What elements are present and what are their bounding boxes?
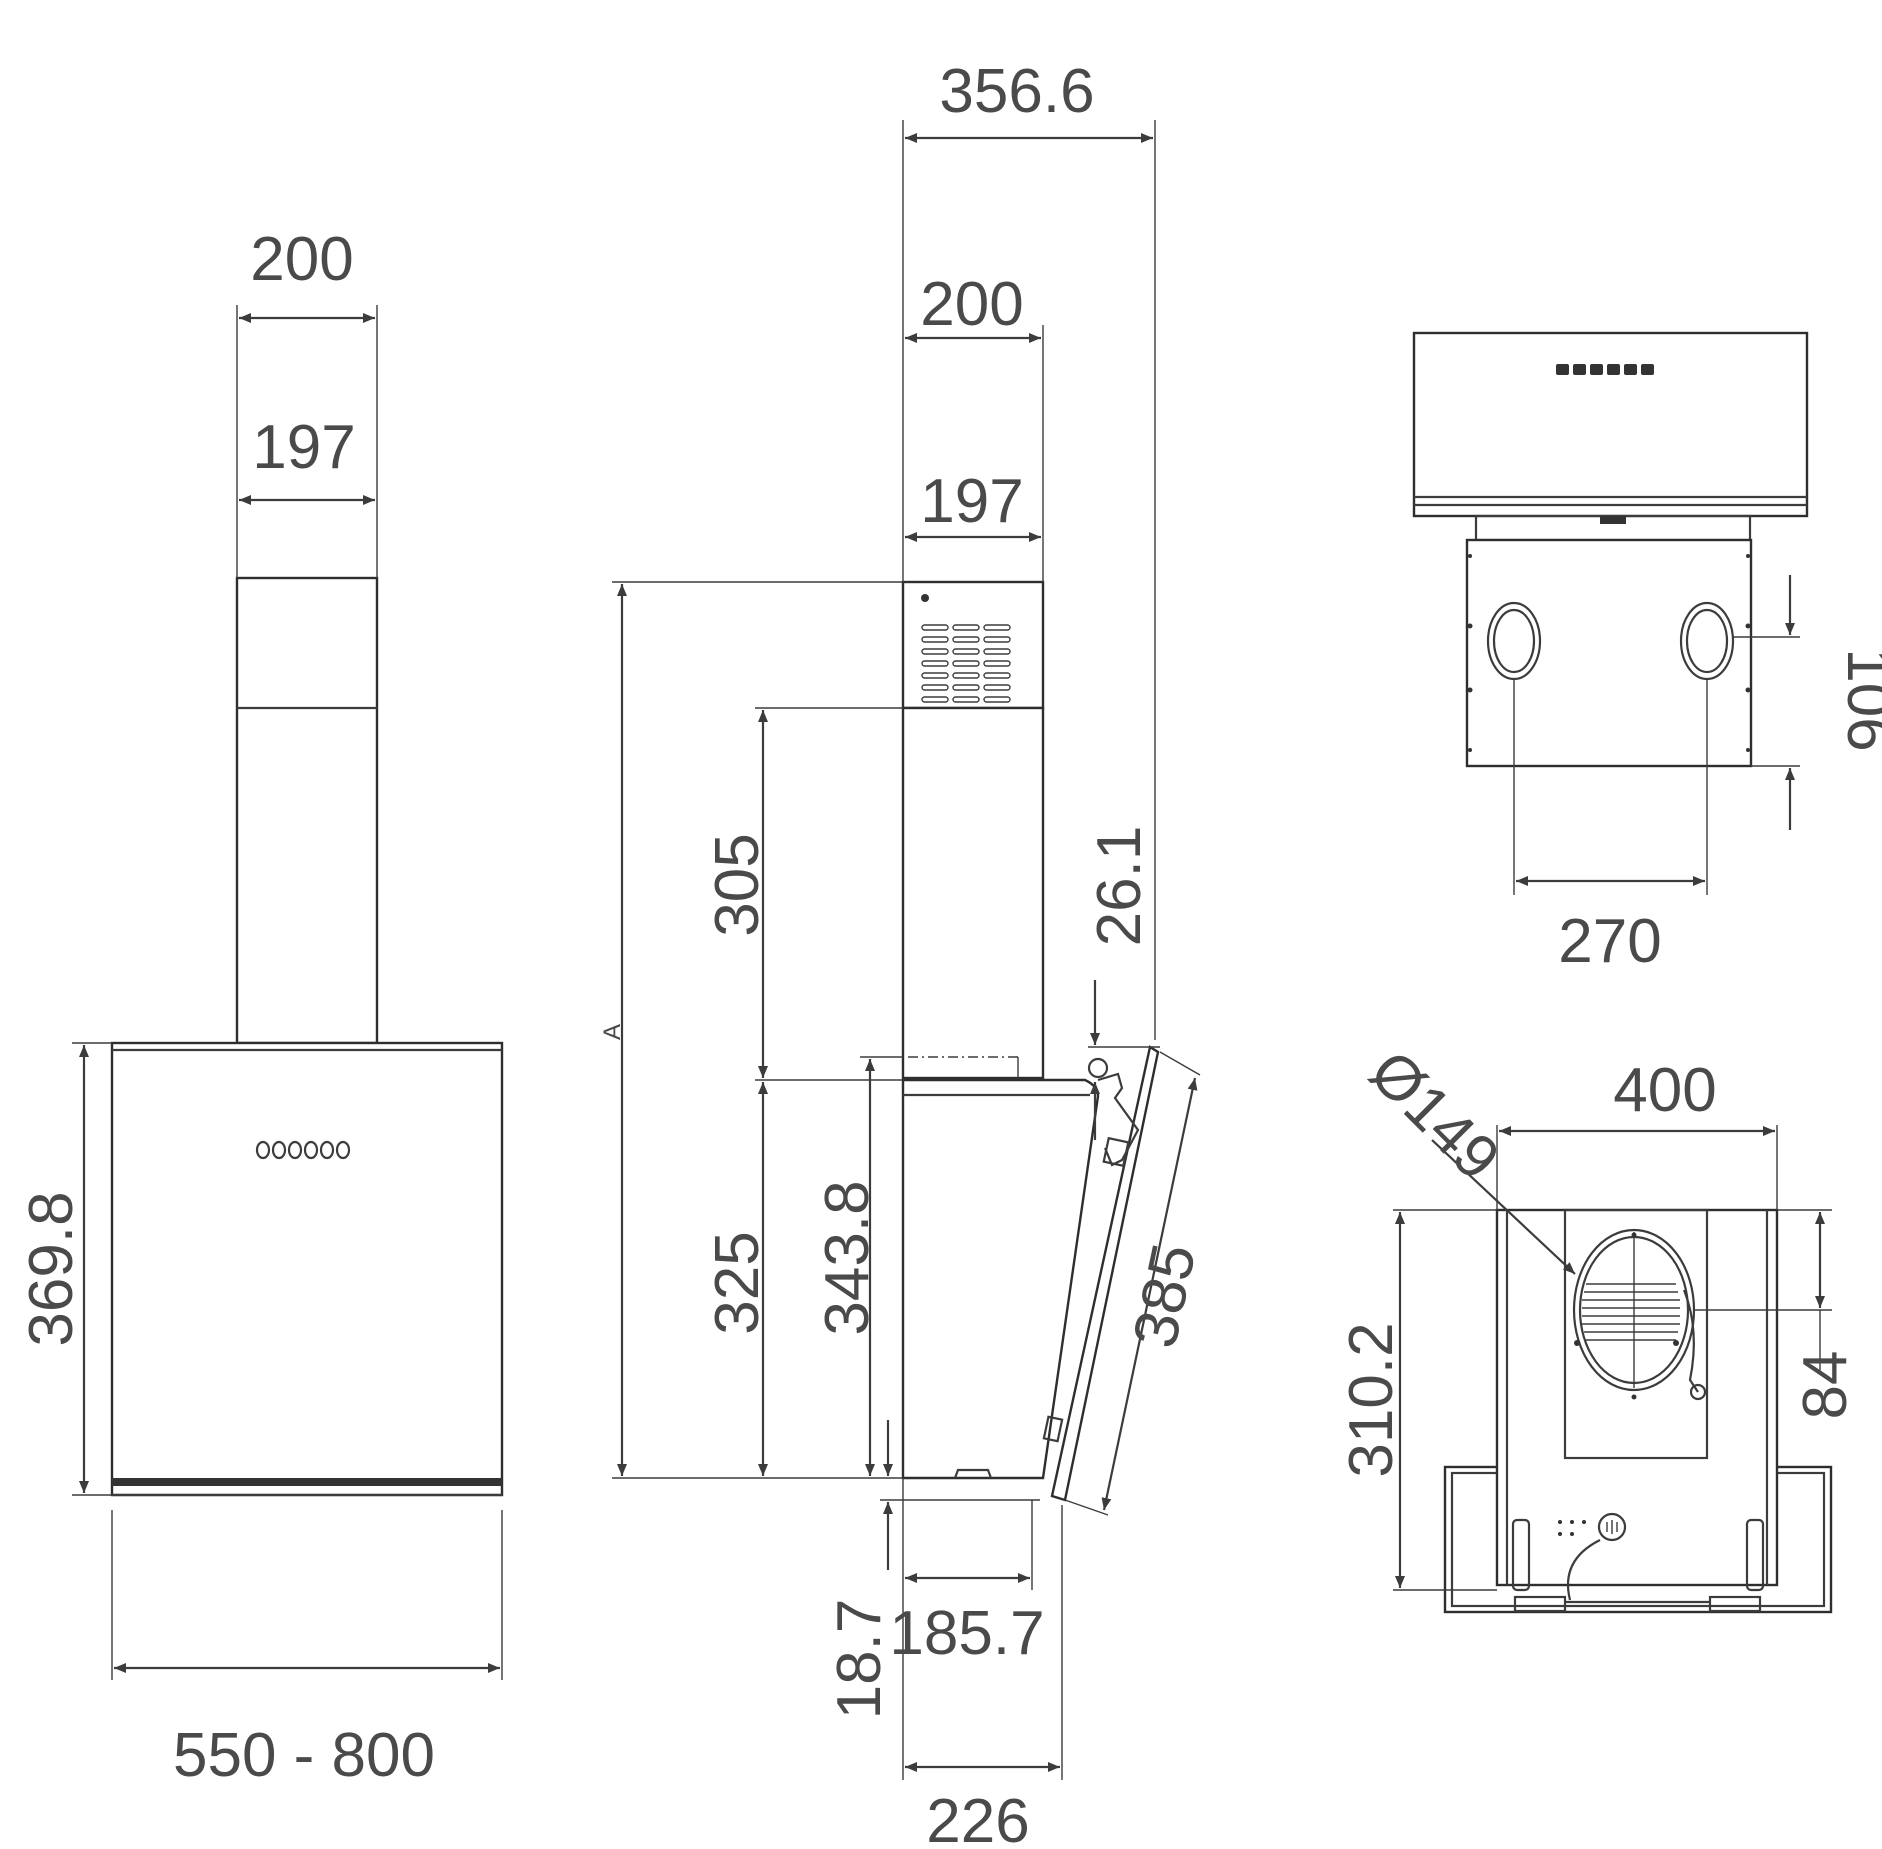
- top-hole-spacing-label: 270: [1558, 907, 1661, 976]
- front-hood-bottom-strip: [112, 1478, 502, 1486]
- side-glass-length-dimension: [1101, 1077, 1198, 1511]
- bottom-hinges: [1511, 1518, 1765, 1613]
- side-total-height-label: A: [599, 1024, 626, 1040]
- side-offset-label: 26.1: [1085, 826, 1154, 947]
- bottom-diameter-leader: [1431, 1139, 1576, 1275]
- bottom-outlet-offset-label: 84: [1791, 1351, 1860, 1420]
- bottom-view: 400 Ø149 310.2 84: [1337, 1037, 1860, 1614]
- bottom-width-label: 400: [1613, 1056, 1716, 1125]
- side-glass-length-label: 385: [1120, 1238, 1209, 1354]
- side-upper-height-label: 305: [703, 833, 772, 936]
- front-view: 200 197 369.8 550 - 800: [17, 225, 504, 1790]
- side-overall-depth-label: 226: [926, 1787, 1029, 1849]
- bottom-diameter-label: Ø149: [1356, 1037, 1512, 1193]
- side-upper-chimney: [901, 580, 1045, 710]
- side-lower-height-label: 325: [703, 1231, 772, 1334]
- front-duct-outer-label: 200: [250, 225, 353, 294]
- side-duct-outer-label: 200: [920, 270, 1023, 339]
- side-vent-slots: [921, 624, 1011, 703]
- top-control-buttons: [1556, 364, 1654, 375]
- top-glass-panel: [1412, 331, 1809, 518]
- top-hole-offset-label: 106: [1834, 648, 1882, 751]
- front-width-label: 550 - 800: [173, 1721, 435, 1790]
- bottom-body: [1495, 1208, 1779, 1587]
- front-hood: [110, 1041, 504, 1497]
- bottom-fan-grille: [1582, 1232, 1680, 1388]
- front-hood-height-label: 369.8: [17, 1191, 86, 1346]
- side-lower-chimney: [901, 706, 1045, 1080]
- side-view: 356.6 200 197 A 305 325 343.8 26.1 385: [599, 57, 1209, 1849]
- bottom-depth-label: 310.2: [1337, 1322, 1406, 1477]
- front-control-buttons: [255, 1140, 351, 1160]
- front-duct-inner-label: 197: [252, 413, 355, 482]
- side-canopy-height-label: 343.8: [813, 1180, 882, 1335]
- top-body: [1465, 538, 1753, 768]
- top-view: 270 106: [1412, 331, 1882, 976]
- side-bottom-gap-label: 18.7: [825, 1599, 894, 1720]
- bottom-power-outlet: [1597, 1512, 1627, 1542]
- front-chimney: [235, 576, 379, 1045]
- bottom-fan-housing: [1563, 1208, 1709, 1460]
- side-duct-inner-label: 197: [920, 467, 1023, 536]
- side-bottom-depth-label: 185.7: [889, 1599, 1044, 1668]
- side-total-depth-label: 356.6: [939, 57, 1094, 126]
